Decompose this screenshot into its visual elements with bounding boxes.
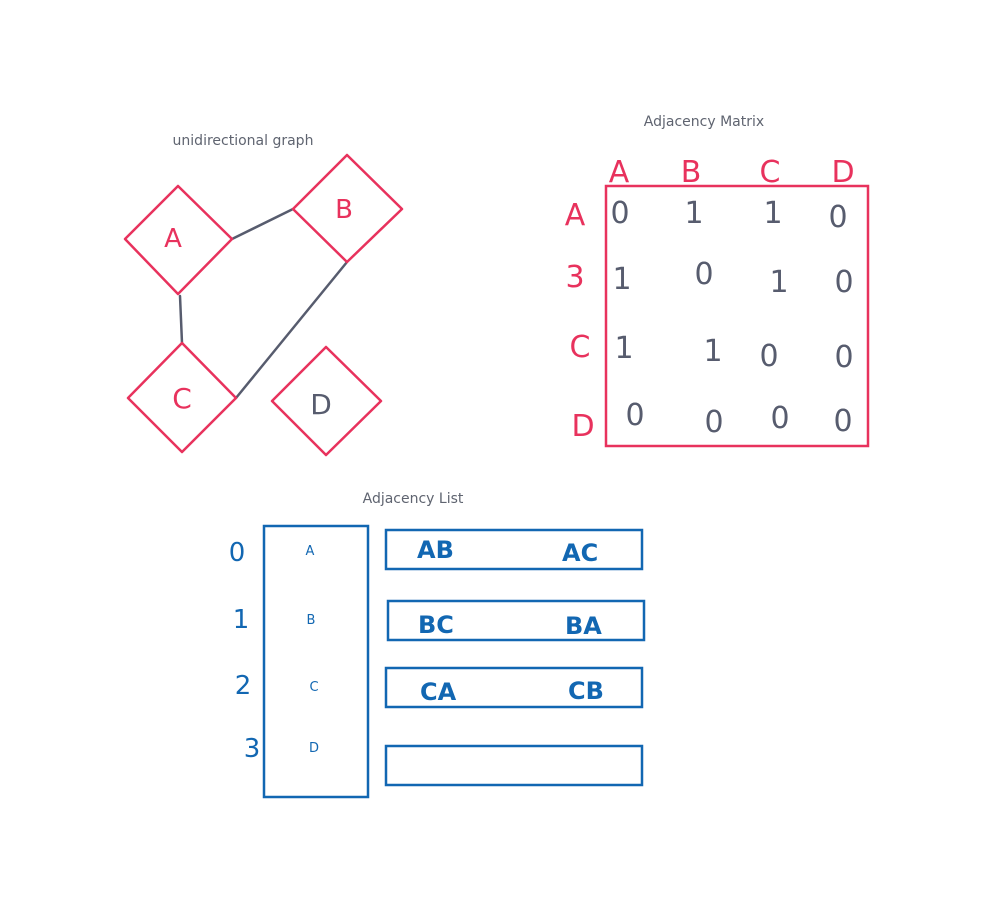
graph-node-a[interactable]: A <box>123 184 234 296</box>
matrix-col-header: D <box>831 155 854 190</box>
matrix-col-header: B <box>681 155 702 190</box>
list-caption: Adjacency List <box>363 491 464 507</box>
graph-caption: unidirectional graph <box>173 133 314 149</box>
edge-a-c <box>178 294 184 345</box>
graph-node-b[interactable]: B <box>291 153 404 264</box>
adjacency-row <box>386 599 646 642</box>
graph-node-d[interactable]: D <box>270 345 383 457</box>
matrix-col-header: A <box>609 155 630 190</box>
matrix-row-header: A <box>565 198 586 233</box>
graph-node-c-label: C <box>172 382 192 415</box>
vertex-label: D <box>309 741 319 756</box>
matrix-cell: 0 <box>833 404 852 439</box>
adjacency-rows <box>384 528 646 787</box>
adjacency-entry: CA <box>420 678 457 706</box>
vertex-array-labels: A B C D <box>306 544 319 756</box>
matrix-cell: 0 <box>610 196 629 231</box>
edge-a-b <box>230 207 295 241</box>
matrix-cells: 0 1 1 0 1 0 1 0 1 1 0 0 0 0 0 0 <box>610 196 853 440</box>
list-index: 1 <box>233 605 250 635</box>
matrix-cell: 1 <box>612 262 631 297</box>
vertex-label: C <box>309 680 318 695</box>
graph-node-a-label: A <box>164 224 182 254</box>
matrix-cell: 0 <box>828 200 847 235</box>
matrix-cell: 0 <box>704 405 723 440</box>
adjacency-entry: BC <box>418 611 454 639</box>
adjacency-entry: AC <box>562 539 598 567</box>
matrix-col-header: C <box>760 155 781 190</box>
matrix-cell: 0 <box>834 265 853 300</box>
matrix-cell: 0 <box>625 398 644 433</box>
matrix-cell: 0 <box>694 257 713 292</box>
adjacency-entries: AB AC BC BA CA CB <box>417 536 604 706</box>
matrix-cell: 0 <box>834 340 853 375</box>
matrix-column-headers: A B C D <box>609 155 855 190</box>
list-index: 3 <box>244 734 261 764</box>
graph-edges <box>178 207 349 400</box>
matrix-row-headers: A 3 C D <box>565 198 595 444</box>
matrix-cell: 1 <box>703 334 722 369</box>
list-index: 0 <box>229 538 246 568</box>
matrix-row-header: C <box>570 330 591 365</box>
edge-b-c <box>234 260 349 400</box>
matrix-row-header: 3 <box>565 260 584 295</box>
matrix-cell: 0 <box>759 339 778 374</box>
matrix-row-header: D <box>571 409 594 444</box>
vertex-array <box>262 524 370 799</box>
graph-node-d-label: D <box>310 388 332 421</box>
graph-node-c[interactable]: C <box>126 341 238 454</box>
matrix-frame <box>604 184 870 448</box>
adjacency-row <box>384 744 644 787</box>
graph-node-b-label: B <box>335 195 353 225</box>
adjacency-entry: AB <box>417 536 454 564</box>
adjacency-row <box>384 528 644 571</box>
matrix-cell: 0 <box>770 401 789 436</box>
list-index: 2 <box>235 671 252 701</box>
matrix-cell: 1 <box>763 196 782 231</box>
matrix-cell: 1 <box>684 196 703 231</box>
adjacency-row <box>384 666 644 709</box>
vertex-label: A <box>306 544 315 559</box>
adjacency-entry: BA <box>565 612 602 640</box>
list-indices: 0 1 2 3 <box>229 538 261 764</box>
adjacency-entry: CB <box>568 677 604 705</box>
matrix-cell: 1 <box>614 331 633 366</box>
matrix-caption: Adjacency Matrix <box>644 114 764 130</box>
vertex-label: B <box>307 613 316 628</box>
matrix-cell: 1 <box>769 265 788 300</box>
